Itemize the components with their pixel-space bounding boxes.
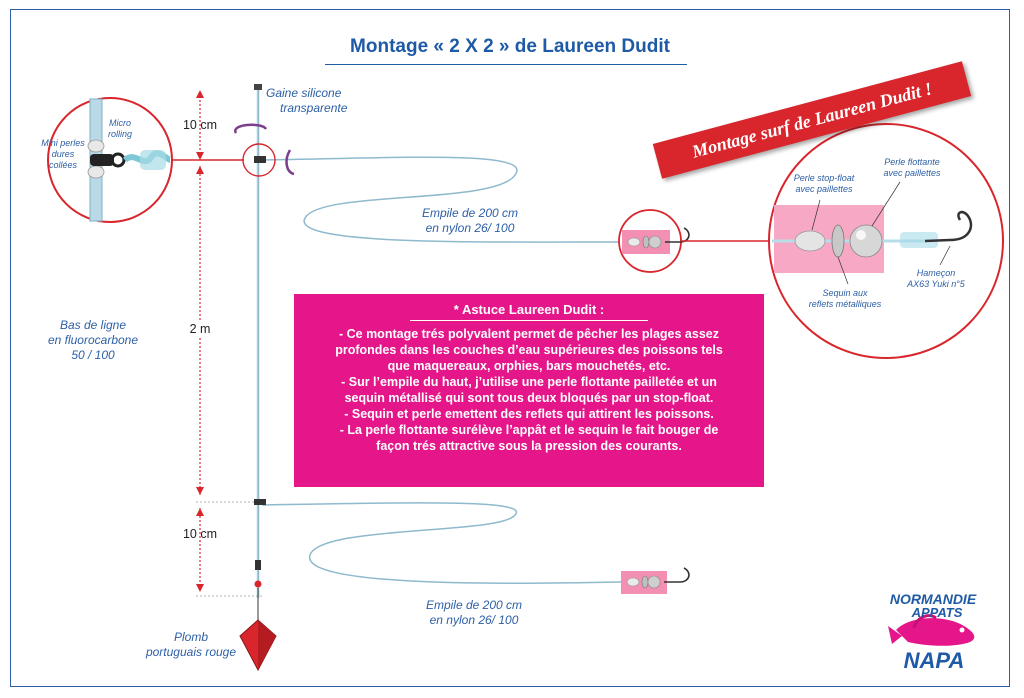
dimension-middle: 2 m bbox=[186, 322, 214, 336]
logo-line1: NORMANDIE bbox=[890, 591, 977, 607]
rotation-arrow-side bbox=[285, 149, 295, 176]
tip-line: - La perle flottante surélève l’appât et… bbox=[339, 423, 719, 437]
swivel-magnifier bbox=[47, 97, 173, 223]
leader-hamecon bbox=[939, 245, 951, 266]
tip-box: * Astuce Laureen Dudit : - Ce montage tr… bbox=[294, 294, 764, 487]
lead-bead bbox=[254, 580, 262, 588]
logo-line2: APPATS bbox=[911, 605, 963, 620]
rotation-arrow-top bbox=[234, 123, 268, 134]
page-title: Montage « 2 X 2 » de Laureen Dudit bbox=[350, 36, 670, 57]
leader-sequin bbox=[837, 256, 849, 285]
tip-title: * Astuce Laureen Dudit : bbox=[453, 302, 605, 317]
page-frame bbox=[10, 9, 1010, 687]
top-connector bbox=[254, 156, 266, 163]
middle-connector bbox=[254, 499, 266, 505]
bottom-snood-line bbox=[261, 502, 665, 585]
tip-line: profondes dans les couches d’eau supérie… bbox=[335, 343, 723, 357]
tip-divider bbox=[410, 320, 648, 321]
top-hook-assembly bbox=[618, 209, 690, 273]
tip-line: - Ce montage trés polyvalent permet de p… bbox=[338, 327, 719, 341]
logo-line3: NAPA bbox=[904, 648, 965, 672]
dimension-bottom: 10 cm bbox=[182, 527, 218, 541]
leader-perle-stop bbox=[811, 199, 821, 231]
tip-line: - Sequin et perle emettent des reflets q… bbox=[344, 407, 714, 421]
lead-clip bbox=[255, 560, 261, 570]
lead-weight-shade bbox=[258, 620, 276, 670]
dimension-arrow-bottom bbox=[196, 508, 204, 592]
leader-perle-flottante bbox=[871, 181, 901, 227]
tip-line: façon trés attractive sous la pression d… bbox=[376, 439, 682, 453]
napa-logo: NORMANDIE APPATS NAPA bbox=[888, 591, 977, 672]
title-underline bbox=[325, 64, 687, 65]
top-swivel bbox=[254, 84, 262, 90]
dimension-arrow-top bbox=[196, 90, 204, 160]
bait-magnifier bbox=[768, 123, 1004, 359]
dimension-top: 10 cm bbox=[182, 118, 218, 132]
top-snood-line bbox=[261, 156, 665, 243]
tip-line: sequin métallisé qui sont tous deux bloq… bbox=[344, 391, 714, 405]
tip-line: que maquereaux, orphies, bars mouchetés,… bbox=[387, 359, 671, 373]
bottom-hook-assembly bbox=[621, 567, 690, 594]
tip-line: - Sur l’empile du haut, j’utilise une pe… bbox=[341, 375, 717, 389]
